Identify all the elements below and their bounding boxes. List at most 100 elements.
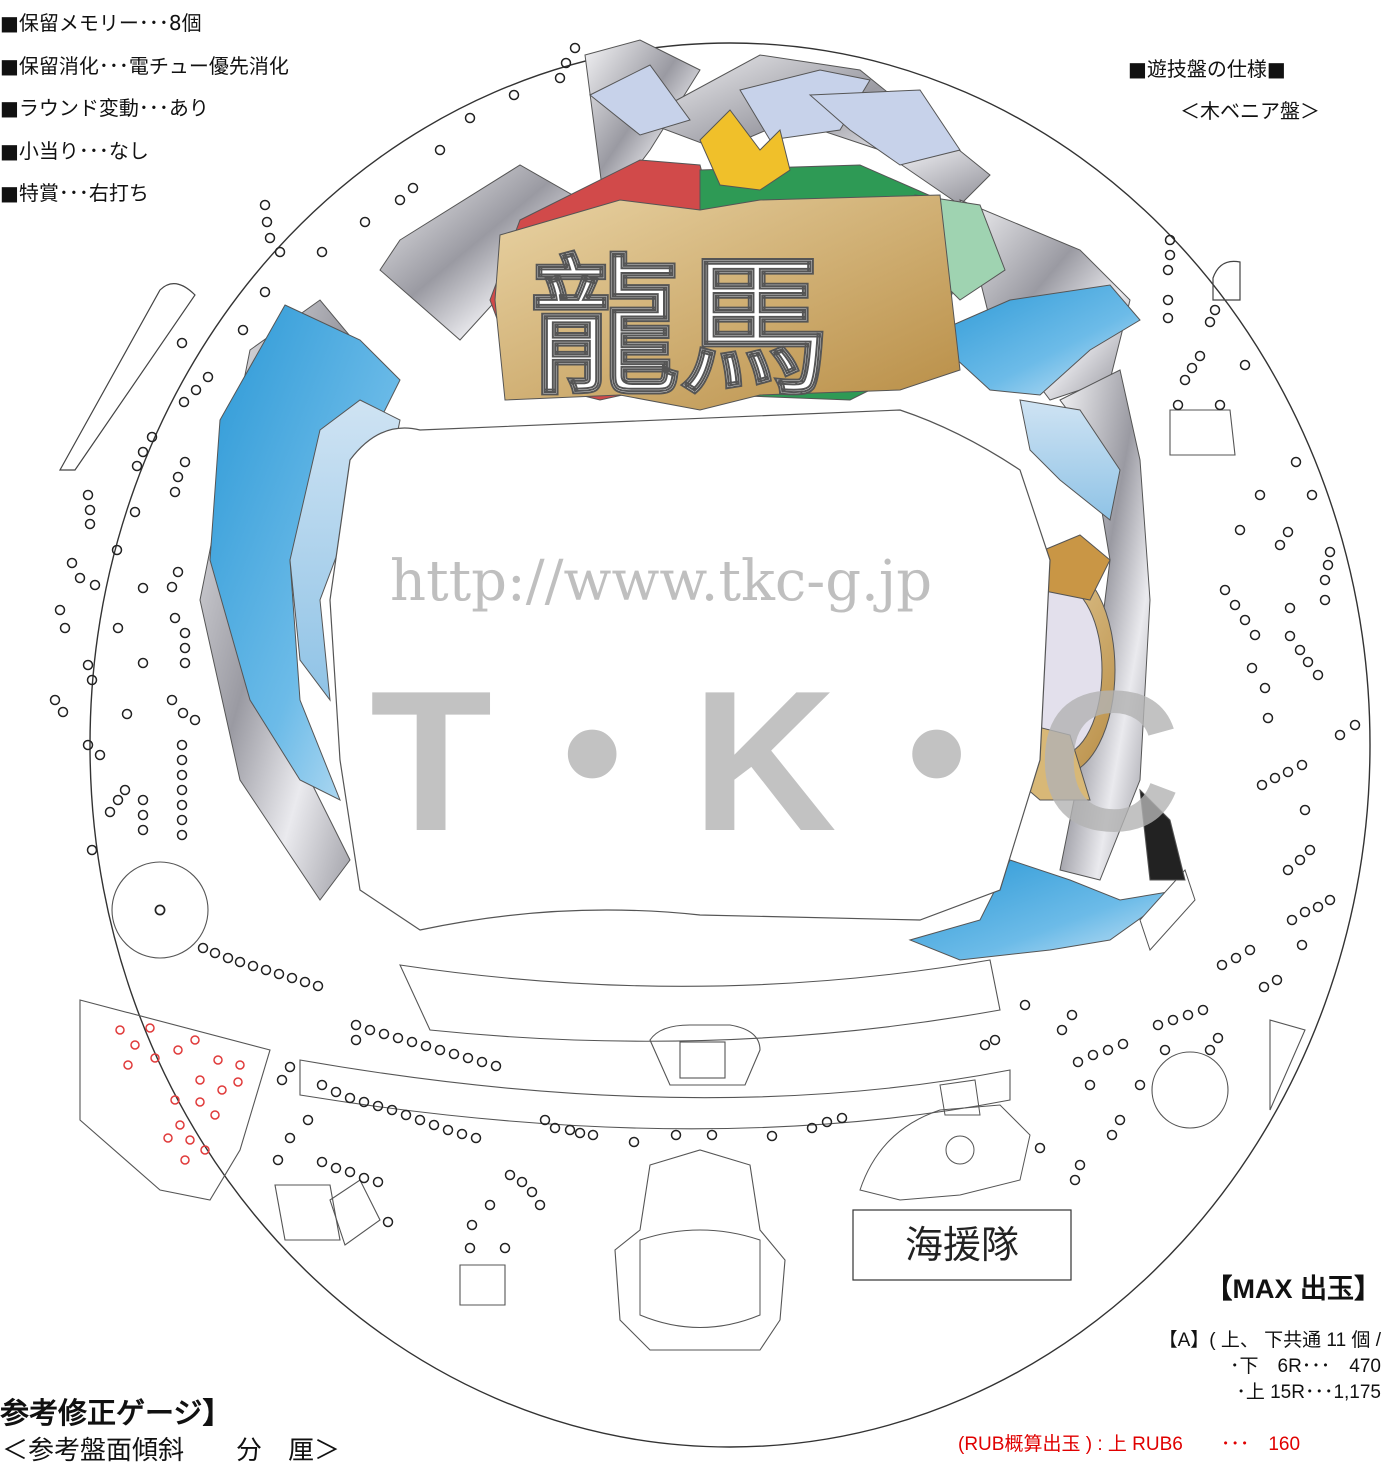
nail-pin <box>316 246 328 258</box>
nail-pin <box>1294 854 1306 866</box>
nail-pin <box>1256 779 1268 791</box>
nail-pin <box>121 708 133 720</box>
nail-pin <box>350 1019 362 1031</box>
nail-pin <box>1216 959 1228 971</box>
left-attacker-zone <box>79 999 271 1201</box>
nail-pin <box>154 904 166 916</box>
spec-list: ■保留メモリー･･･8個 ■保留消化･･･電チュー優先消化 ■ラウンド変動･･･… <box>0 2 289 215</box>
nail-pin <box>1246 662 1258 674</box>
nail-pin <box>286 972 298 984</box>
nail-pin <box>766 1130 778 1142</box>
nail-pin <box>1197 1004 1209 1016</box>
nail-pin <box>1294 644 1306 656</box>
nail-pin <box>316 1079 328 1091</box>
nail-pin <box>112 794 124 806</box>
nail-pin <box>1304 844 1316 856</box>
nail-pin <box>274 246 286 258</box>
watermark-url: http://www.tkc-g.jp <box>390 549 932 614</box>
nail-pin <box>821 1116 833 1128</box>
lower-stage <box>299 959 1011 1130</box>
nail-pin <box>176 337 188 349</box>
nail-pin <box>1134 1079 1146 1091</box>
nail-pin <box>1072 1056 1084 1068</box>
nail-pin <box>587 1129 599 1141</box>
nail-pin <box>176 829 188 841</box>
nail-pin <box>1258 981 1270 993</box>
nail-pin <box>1324 894 1336 906</box>
nail-pin <box>74 572 86 584</box>
nail-pin <box>574 1127 586 1139</box>
board-spec-title: ■遊技盤の仕様■ <box>1128 57 1286 81</box>
nail-pin <box>979 1039 991 1051</box>
rub-estimate-line: (RUB概算出玉 ) : 上 RUB6 ･･･ 160 <box>958 1434 1301 1455</box>
nail-pin <box>1069 1174 1081 1186</box>
kaientai-label: 海援隊 <box>905 1223 1019 1267</box>
right-windmill <box>1151 1051 1229 1129</box>
nail-pin <box>176 799 188 811</box>
nail-pin <box>54 604 66 616</box>
nail-pin <box>1172 399 1184 411</box>
nail-pin <box>1282 864 1294 876</box>
nail-pin <box>330 1162 342 1174</box>
nail-pin <box>392 1032 404 1044</box>
spec-hold-memory: ■保留メモリー･･･8個 <box>0 11 202 35</box>
nail-pin <box>137 794 149 806</box>
nail-pins <box>49 42 1361 1254</box>
nail-pin <box>504 1169 516 1181</box>
max-payout-title: 【MAX 出玉】 <box>1205 1274 1382 1304</box>
nail-pin <box>456 1128 468 1140</box>
nail-pin <box>1229 599 1241 611</box>
nail-pin <box>1066 1009 1078 1021</box>
nail-pin <box>1204 316 1216 328</box>
nail-pin <box>462 1052 474 1064</box>
nail-pin <box>179 627 191 639</box>
nail-pin <box>179 456 191 468</box>
nail-pin <box>259 199 271 211</box>
nail-pin <box>1299 906 1311 918</box>
nail-pin <box>428 1119 440 1131</box>
nail-pin <box>166 694 178 706</box>
nail-pin <box>484 1199 496 1211</box>
nail-pin <box>1349 719 1361 731</box>
nail-pin <box>628 1136 640 1148</box>
nail-pin <box>442 1124 454 1136</box>
kaientai-label-box <box>852 1209 1072 1281</box>
nail-pin <box>1322 559 1334 571</box>
water-decor <box>209 64 1196 961</box>
nail-pin <box>1162 294 1174 306</box>
nail-pin <box>84 504 96 516</box>
nail-pin <box>131 460 143 472</box>
nail-pin <box>312 980 324 992</box>
nail-pin <box>1239 359 1251 371</box>
nail-pin <box>177 707 189 719</box>
nail-pin <box>1186 362 1198 374</box>
nail-pin <box>264 232 276 244</box>
nail-pin <box>534 1199 546 1211</box>
nail-pin <box>464 112 476 124</box>
nail-pin <box>554 72 566 84</box>
nail-pin <box>378 1028 390 1040</box>
nail-pin <box>1296 939 1308 951</box>
nail-pin <box>434 144 446 156</box>
nail-pin <box>1162 264 1174 276</box>
nail-pin <box>490 1060 502 1072</box>
nail-pin <box>176 739 188 751</box>
nail-pin <box>1319 574 1331 586</box>
nail-pin <box>84 518 96 530</box>
nail-pin <box>516 1176 528 1188</box>
nail-pin <box>1249 629 1261 641</box>
nail-pin <box>137 824 149 836</box>
nail-pin <box>1164 249 1176 261</box>
nail-pin <box>1306 489 1318 501</box>
nail-pin <box>284 1061 296 1073</box>
nail-pin <box>82 489 94 501</box>
nail-pin <box>564 1124 576 1136</box>
nail-pin <box>89 579 101 591</box>
nail-pin <box>1074 1159 1086 1171</box>
nail-pin <box>350 1034 362 1046</box>
nail-pin <box>406 1036 418 1048</box>
nail-pin <box>549 1122 561 1134</box>
nail-pin <box>260 964 272 976</box>
nail-pin <box>836 1112 848 1124</box>
max-payout-upper: ･上 15R･･･1,175 <box>1236 1382 1381 1403</box>
